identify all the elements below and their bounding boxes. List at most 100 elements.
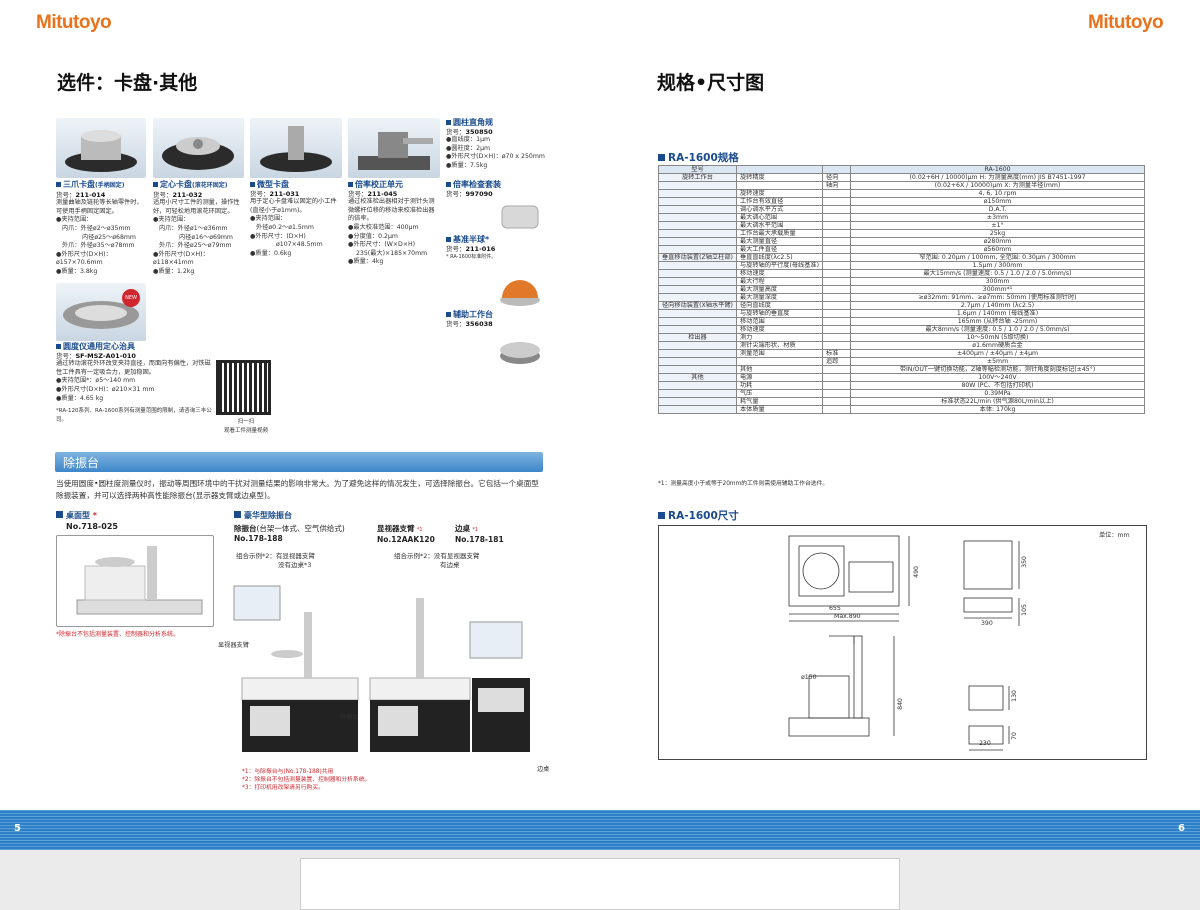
spec-line: 235(最大)×185×70mm [356,249,428,257]
spec-line: ●夹持范围： [153,216,190,224]
product-code: 356038 [465,319,493,328]
product-desc: 测量曲轴及链轮等长轴零件时，可使用手柄固定固定。 [56,199,143,215]
auxiliary-table-image [496,330,544,370]
spec-cell: 调心调水平方式 [735,205,824,214]
item-sub: (台架一体式、空气供给式) [256,524,345,533]
spec-row: 最大调水平范围 ±1° [658,221,1145,230]
spec-line: ●外形尺寸(D×H)：ø157×70.6mm [56,250,112,267]
side-item-211-016: 基准半球* 货号：211-016 * RA-1600标准附件。 [446,235,546,262]
spec-cell: 2.7µm / 140mm (λc2.5) [850,301,1145,310]
product-211-014: 三爪卡盘(手柄固定) 货号：211-014 测量曲轴及链轮等长轴零件时，可使用手… [56,180,148,277]
spec-cell: 最大调水平范围 [735,221,824,230]
product-name: 辅助工作台 [446,310,546,320]
viewer-thumbnail-box[interactable] [300,858,900,910]
spec-cell: 移动速度 [735,269,824,278]
spec-cell: 本体质量 [735,405,824,414]
spec-cell: 10～50mN (5级切换) [850,333,1145,342]
spec-cell: 其他 [658,373,737,382]
label-monitor-arm: 显视器支臂 [218,642,249,649]
spec-cell [658,213,737,222]
spec-cell [658,189,737,198]
spec-cell: ø1.6mm硬质合金 [850,341,1145,350]
spec-cell: ø150mm [850,197,1145,206]
spec-line: 内径ø16～ø69mm [179,233,233,241]
spec-cell [822,197,852,206]
spec-cell [658,205,737,214]
spec-line: * RA-1600标准附件。 [446,254,497,261]
footer-stripe [0,810,1200,850]
page-title-right: 规格•尺寸图 [657,72,765,94]
combo-example-1: 组合示例*2：有显视器支臂没有边桌*3 [236,552,315,569]
product-desc: 通过转动滚花外环改变夹持直径，而面向有偏性，对铁磁性工件具有一定吸合力，更加稳固… [56,360,211,376]
spec-cell [822,397,852,406]
spec-cell: 最大调心范围 [735,213,824,222]
spec-line: ●夹持范围： [250,215,287,223]
spec-row: 最大调心范围±3mm [658,213,1145,222]
spec-cell: 追踪 [822,357,852,366]
banner-desc: 当使用圆度•圆柱度测量仪时，振动等周围环境中的干扰对测量结果的影响非常大。为了避… [56,479,539,500]
spec-cell [822,389,852,398]
spec-cell: 功耗 [735,381,824,390]
code-label: 货号： [446,244,466,253]
magnification-set-image [496,200,544,232]
spec-line: ø107×48.5mm [276,241,323,249]
desk-title-text: 桌面型 [66,511,90,520]
product-name: 倍率检查套装 [446,180,546,190]
spec-cell [822,237,852,246]
spec-line: ●外形尺寸(D×H)：ø118×41mm [153,250,209,267]
spec-cell: ≥ø32mm: 91mm、≥ø7mm: 50mm (使用标准测针时) [850,293,1145,302]
premium-table-with-arm-image [232,582,362,754]
product-code: SF-MSZ-A01-010 [75,351,136,360]
desk-code: No.718-025 [66,522,118,531]
spec-cell: ±1° [850,221,1145,230]
spec-cell [822,373,852,382]
gauge-block-icon [501,205,539,229]
spec-cell: ±400µm / ±40µm / ±4µm [850,349,1145,358]
spec-line: ●夹持范围*：ø5～140 mm [56,377,136,385]
spec-cell: 最大15mm/s (测量速度: 0.5 / 1.0 / 2.0 / 5.0mm/… [850,269,1145,278]
spec-cell: 最大8mm/s (测量速度: 0.5 / 1.0 / 2.0 / 5.0mm/s… [850,325,1145,334]
spec-cell [822,341,852,350]
spec-line: ●质量：4.65 kg [56,394,104,402]
isolation-table-icon [233,585,359,752]
side-item-997090: 倍率检查套装 货号：997090 [446,180,546,198]
spec-line: 内爪：外径ø2～ø35mm [62,224,131,232]
spec-line: 外径ø0.2～ø1.5mm [256,223,314,231]
spec-line: ●质量：0.6kg [250,249,292,257]
spec-cell: 带IN/OUT一键切换功能，Z轴等幅检测功能，测针角度刻度标记(±45°) [850,365,1145,374]
product-name: 微型卡盘 [257,180,289,189]
spec-cell [822,365,852,374]
spec-cell [658,365,737,374]
spec-line: ●外形尺寸(D×H)：ø210×31 mm [56,385,155,393]
note-line: *3：打印机用改架请另行购买。 [242,785,324,791]
side-item-350850: 圆柱直角规 货号：350850 ●直线度：1µm ●圆柱度：2µm ●外形尺寸(… [446,118,556,171]
dim-150: ø150 [801,674,817,681]
side-item-356038: 辅助工作台 货号：356038 [446,310,546,328]
spec-cell: 型号 [658,165,737,174]
spec-cell: 窄范围: 0.20µm / 100mm, 全范围: 0.30µm / 300mm [850,253,1145,262]
spec-cell: 测力 [735,333,824,342]
spec-line: 内径ø25～ø68mm [82,233,136,241]
isolation-table-icon [369,598,530,752]
spec-cell: 旋转速度 [735,189,824,198]
spec-row: 追踪±5mm [658,357,1145,366]
spec-cell: 旋转工作台 [658,173,737,182]
spec-cell: 工作台最大承载质量 [735,229,824,238]
page-number-left: 5 [14,823,21,834]
dim-130: 130 [1011,690,1018,702]
product-211-045: 倍率校正单元 货号：211-045 通过校准检出器相对于测针头测微螺杆位移的移动… [348,180,440,267]
dim-max890: Max.890 [834,613,861,620]
spec-cell: (0.02+6X / 10000)µm X: 为测量半径(mm) [850,181,1145,190]
product-sub: (滚花环固定) [192,182,228,189]
spec-cell [658,317,737,326]
qr-code[interactable] [216,360,271,415]
item-code: No.178-188 [234,534,283,543]
spec-cell [658,261,737,270]
spec-cell [658,341,737,350]
